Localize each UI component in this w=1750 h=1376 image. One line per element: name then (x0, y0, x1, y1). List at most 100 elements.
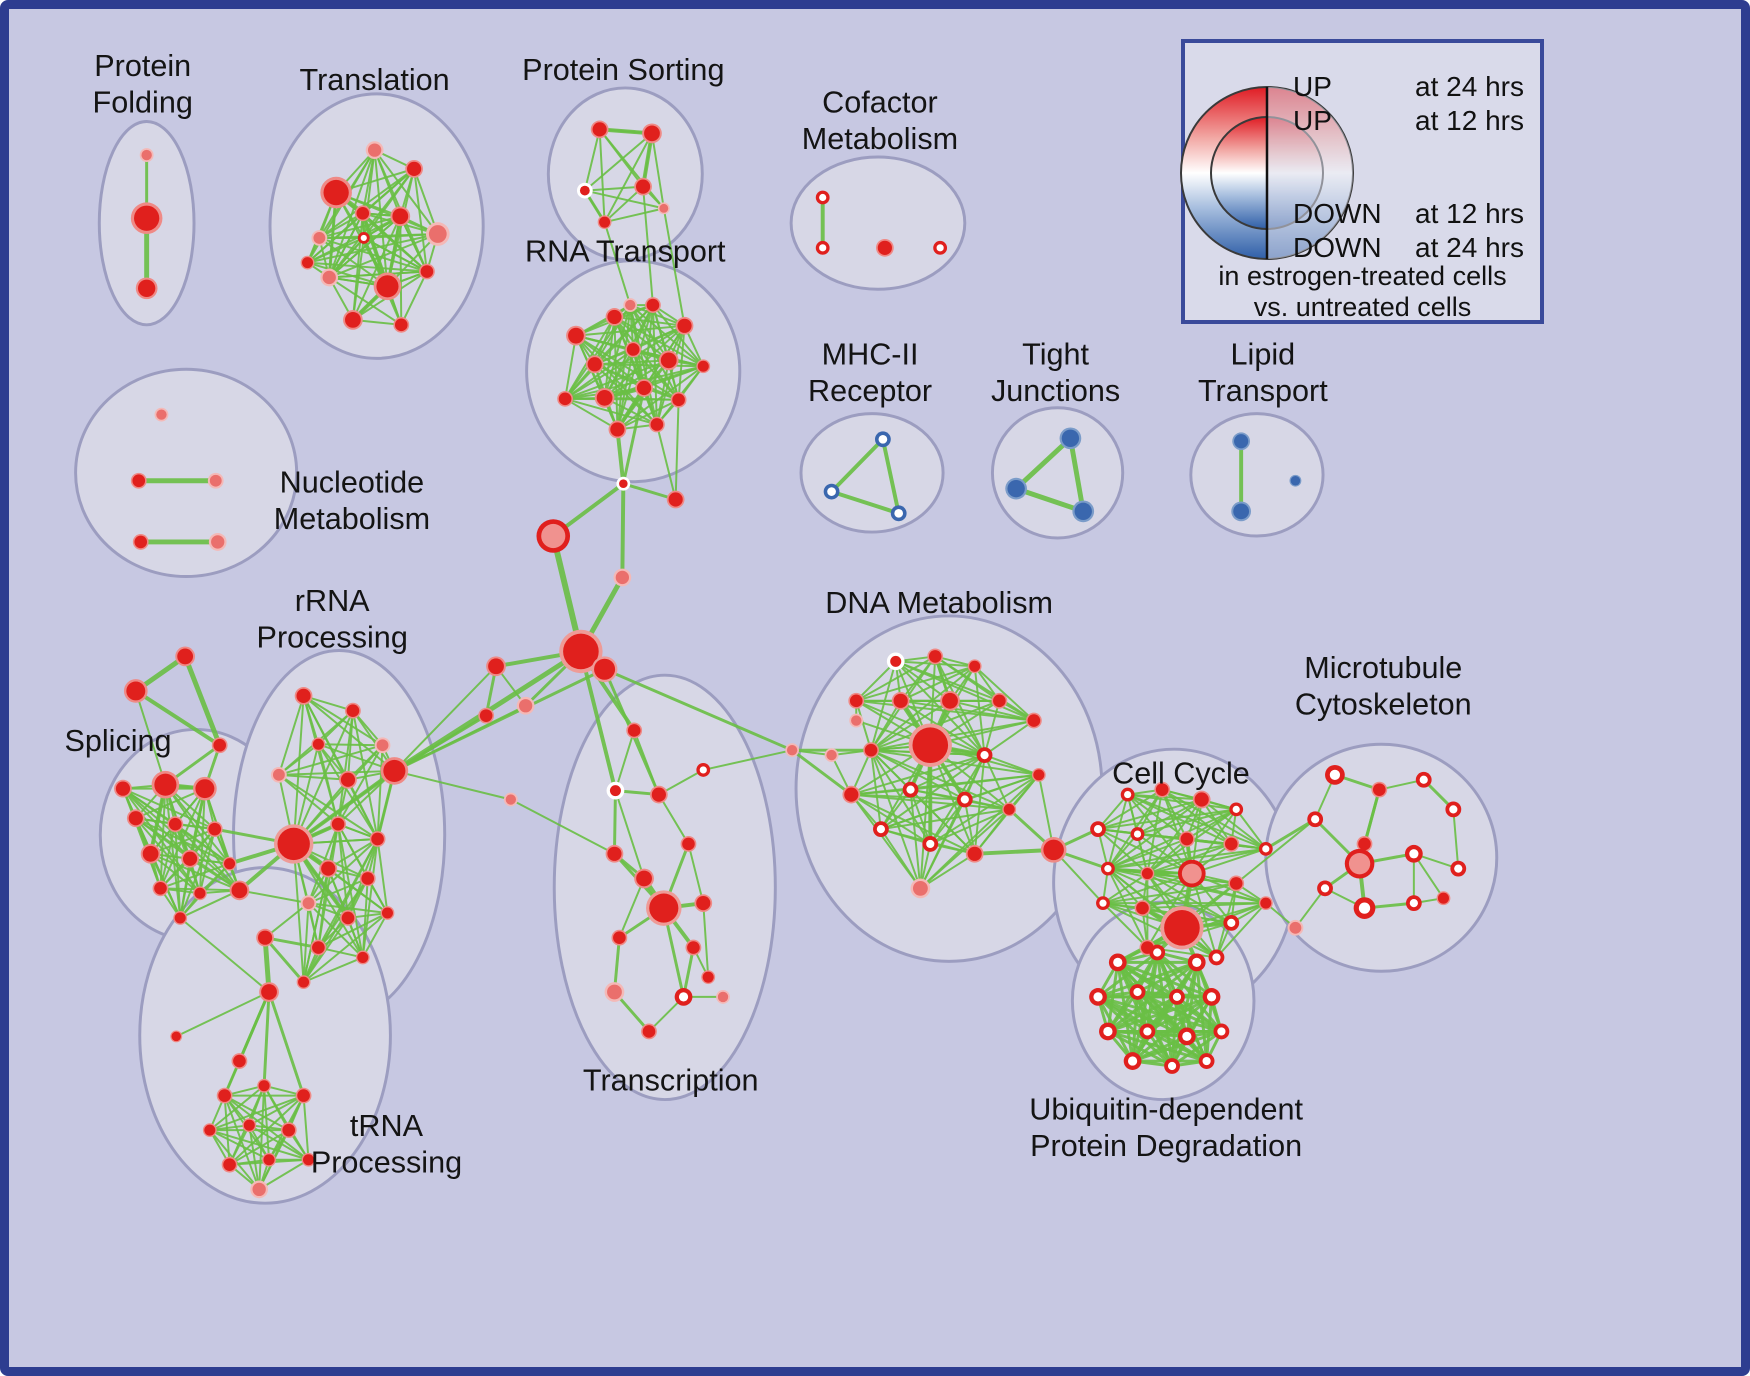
gene-node (369, 831, 386, 847)
gene-node (294, 687, 313, 705)
nodes-translation (300, 141, 450, 333)
gene-node (340, 910, 356, 926)
gene-node (875, 238, 894, 257)
gene-node (1344, 848, 1375, 879)
cluster-ellipse-mhc (799, 412, 945, 534)
gene-node (1228, 875, 1245, 892)
gene-node (1040, 837, 1067, 863)
legend-direction-label: DOWN (1293, 198, 1382, 229)
legend-time-label: at 12 hrs (1415, 198, 1524, 229)
nodes-trna (170, 928, 316, 1199)
gene-node (1325, 764, 1345, 785)
gene-node (967, 659, 982, 674)
gene-node (634, 868, 654, 889)
gene-node (231, 1053, 248, 1069)
gene-node (956, 791, 973, 808)
nodes-rnaTransport (557, 297, 711, 439)
gene-node (357, 232, 370, 244)
gene-node (242, 1118, 257, 1133)
gene-node (1099, 1022, 1117, 1041)
gene-node (1258, 841, 1273, 856)
gene-node (380, 906, 395, 920)
gene-node (330, 816, 347, 833)
gene-node (1002, 802, 1017, 817)
edges-tight (1013, 435, 1086, 514)
gene-node (940, 690, 960, 711)
gene-node (1371, 781, 1388, 798)
gene-node (635, 379, 653, 397)
edges-mhc (829, 437, 901, 516)
gene-node (1258, 896, 1273, 911)
gene-node (670, 391, 687, 408)
gene-node (390, 206, 411, 227)
gene-node (320, 268, 339, 287)
nodes-nucleotide (130, 407, 227, 551)
gene-node (1164, 1058, 1180, 1074)
gene-node (425, 222, 450, 246)
gene-node (566, 325, 586, 346)
gene-node (1317, 880, 1333, 897)
gene-node (875, 431, 891, 448)
cluster-ellipse-cofactor (789, 155, 967, 291)
gene-node (310, 939, 327, 956)
gene-node (823, 483, 840, 500)
gene-node (202, 1123, 217, 1138)
gene-node (1108, 953, 1127, 972)
gene-node (1089, 988, 1107, 1006)
gene-node (716, 989, 730, 1004)
gene-node (1140, 866, 1155, 881)
gene-node (393, 316, 410, 333)
gene-node (405, 159, 423, 178)
gene-node (207, 472, 224, 489)
gene-node (139, 148, 154, 162)
gene-node (611, 929, 628, 946)
gene-node (1213, 1023, 1230, 1040)
gene-node (1289, 474, 1302, 487)
gene-node (419, 263, 435, 280)
gene-node (1353, 897, 1376, 919)
edges-nucleotide (136, 478, 221, 545)
legend-time-label: at 12 hrs (1415, 105, 1524, 136)
gene-node (1231, 501, 1252, 522)
gene-node (222, 856, 237, 871)
gene-node (680, 836, 697, 852)
legend-caption-line2: vs. untreated cells (1253, 292, 1472, 322)
gene-node (991, 692, 1008, 709)
legend-row: UP at 12 hrs (1185, 105, 1540, 137)
gene-node (1120, 787, 1135, 802)
gene-node (815, 240, 830, 255)
gene-node (273, 824, 314, 864)
gene-node (135, 277, 158, 300)
nodes-lipid (1231, 432, 1302, 522)
gene-node (1287, 919, 1304, 936)
gene-node (1059, 427, 1082, 450)
gene-node (1198, 1053, 1215, 1069)
gene-node (976, 747, 993, 764)
gene-node (849, 713, 864, 728)
gene-node (641, 1023, 657, 1040)
gene-node (300, 895, 317, 912)
gene-node (365, 141, 384, 160)
gene-node (1123, 1052, 1142, 1070)
gene-node (886, 652, 905, 671)
legend-row: UP at 24 hrs (1185, 71, 1540, 103)
gene-node (262, 1152, 276, 1167)
legend-direction-label: UP (1293, 105, 1332, 136)
gene-node (1356, 836, 1373, 852)
gene-node (170, 1030, 183, 1043)
gene-node (1130, 827, 1145, 841)
nodes-tight (1005, 427, 1095, 523)
gene-node (585, 355, 604, 374)
gene-node (604, 982, 625, 1002)
gene-node (1154, 781, 1171, 798)
gene-node (606, 781, 625, 800)
gene-node (616, 476, 631, 491)
gene-node (657, 202, 670, 215)
gene-node (785, 743, 800, 758)
gene-node (1208, 949, 1225, 966)
